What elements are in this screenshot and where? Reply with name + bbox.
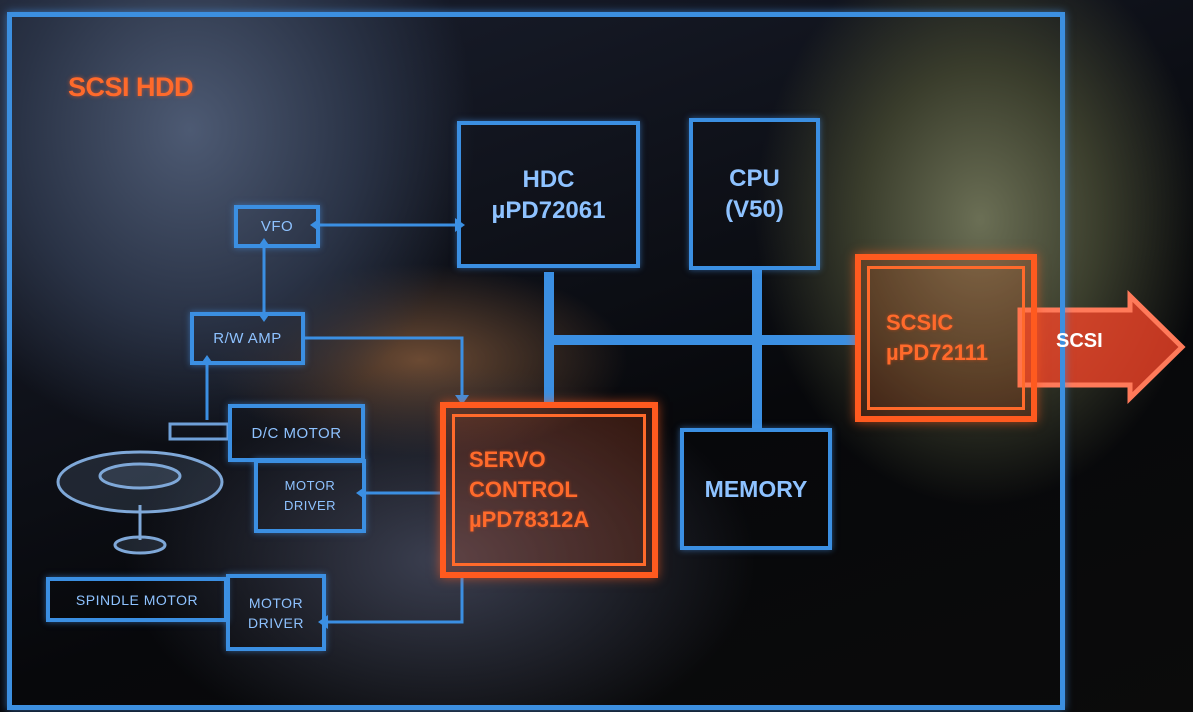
cpu-label: CPU: [729, 163, 780, 194]
servo-control-label: CONTROL: [469, 475, 643, 505]
cpu-model: (V50): [725, 194, 784, 225]
spindle-motor-block: SPINDLE MOTOR: [46, 577, 228, 622]
vfo-block: VFO: [234, 205, 320, 248]
cpu-block: CPU (V50): [689, 118, 820, 270]
motor-driver-block-1: MOTOR DRIVER: [254, 459, 366, 533]
servo-control-block: SERVO CONTROL µPD78312A: [440, 402, 658, 578]
scsic-part-number: µPD72111: [886, 338, 1022, 368]
scsi-arrow-label: SCSI: [1056, 330, 1103, 353]
scsic-label: SCSIC: [886, 308, 1022, 338]
dc-motor-block: D/C MOTOR: [228, 404, 365, 462]
motor-driver-1-line2: DRIVER: [284, 496, 336, 516]
memory-block: MEMORY: [680, 428, 832, 550]
rw-amp-label: R/W AMP: [213, 330, 282, 347]
scsic-block: SCSIC µPD72111: [855, 254, 1037, 422]
rw-amp-block: R/W AMP: [190, 312, 305, 365]
hdc-label: HDC: [523, 164, 575, 195]
servo-part-number: µPD78312A: [469, 505, 643, 535]
servo-label: SERVO: [469, 445, 643, 475]
memory-label: MEMORY: [705, 474, 808, 505]
hdc-part-number: µPD72061: [492, 195, 606, 226]
vfo-label: VFO: [261, 218, 293, 235]
spindle-motor-label: SPINDLE MOTOR: [76, 592, 198, 608]
hdc-block: HDC µPD72061: [457, 121, 640, 268]
dc-motor-label: D/C MOTOR: [251, 425, 341, 442]
motor-driver-2-line2: DRIVER: [248, 613, 304, 633]
motor-driver-2-line1: MOTOR: [249, 593, 303, 613]
motor-driver-1-line1: MOTOR: [285, 476, 336, 496]
diagram-title: SCSI HDD: [68, 72, 193, 103]
motor-driver-block-2: MOTOR DRIVER: [226, 574, 326, 651]
